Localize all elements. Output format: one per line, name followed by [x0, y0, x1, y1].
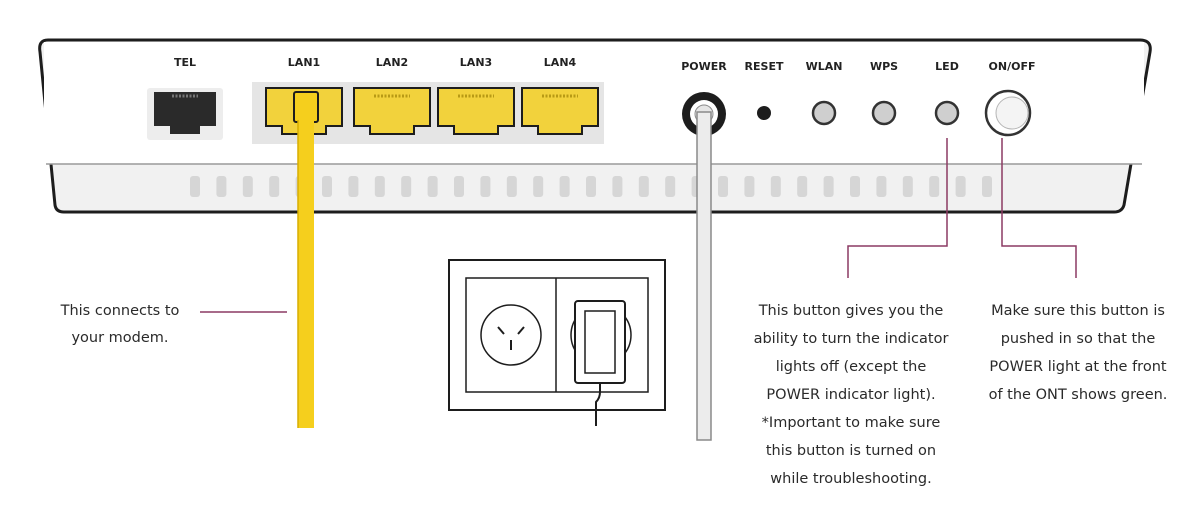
vent-slot — [612, 176, 623, 197]
label-lan2: LAN2 — [376, 56, 408, 69]
reset-button — [757, 106, 771, 120]
label-power: POWER — [681, 60, 727, 73]
label-wps: WPS — [870, 60, 898, 73]
vent-slot — [269, 176, 280, 197]
vent-slot — [744, 176, 755, 197]
label-reset: RESET — [745, 60, 784, 73]
vent-slot — [586, 176, 596, 197]
tel-port — [147, 88, 223, 140]
note-line: pushed in so that the — [1000, 331, 1156, 347]
label-lan4: LAN4 — [544, 56, 577, 69]
note-line: ability to turn the indicator — [753, 331, 949, 347]
vent-slot — [506, 176, 517, 197]
note-line: Make sure this button is — [991, 303, 1165, 319]
vent-slot — [401, 176, 412, 197]
note-line: your modem. — [71, 330, 169, 346]
label-wlan: WLAN — [806, 60, 843, 73]
label-onoff: ON/OFF — [989, 60, 1036, 73]
vent-slot — [638, 176, 649, 197]
note-line: This button gives you the — [758, 303, 944, 319]
vent-slot — [427, 176, 438, 197]
vent-slot — [242, 176, 253, 197]
power-cable — [696, 111, 712, 441]
wlan-button — [811, 100, 837, 126]
adapter-cable — [595, 383, 601, 426]
vent-slot — [770, 176, 781, 197]
vent-slot — [454, 176, 464, 197]
note-line: POWER indicator light). — [766, 387, 936, 403]
vent-slot — [348, 176, 359, 197]
note-led-button: This button gives you the ability to tur… — [736, 297, 966, 493]
note-line: while troubleshooting. — [770, 471, 932, 487]
vent-slot — [876, 176, 887, 197]
vent-slot — [929, 176, 940, 197]
vent-slot — [982, 176, 992, 197]
vent-slot — [902, 176, 913, 197]
lan3-port — [437, 87, 515, 135]
vent-slot — [823, 176, 834, 197]
vent-slot — [718, 176, 728, 197]
note-line: POWER light at the front — [989, 359, 1167, 375]
vent-slot — [216, 176, 227, 197]
note-line: This connects to — [60, 303, 180, 319]
ventilation-slots — [190, 176, 992, 197]
vent-slot — [322, 176, 332, 197]
label-lan1: LAN1 — [288, 56, 320, 69]
note-line: lights off (except the — [775, 359, 927, 375]
note-line: of the ONT shows green. — [988, 387, 1168, 403]
callout-line-onoff — [1001, 138, 1077, 278]
lan1-cable — [293, 91, 319, 428]
label-lan3: LAN3 — [460, 56, 492, 69]
vent-slot — [374, 176, 385, 197]
wps-button — [871, 100, 897, 126]
note-line: *Important to make sure — [761, 415, 941, 431]
socket-outlet-left — [480, 304, 542, 366]
lan2-port — [353, 87, 431, 135]
vent-slot — [797, 176, 808, 197]
callout-line-led — [847, 138, 948, 278]
vent-slot — [665, 176, 676, 197]
vent-slot — [190, 176, 200, 197]
label-tel: TEL — [174, 56, 196, 69]
vent-slot — [533, 176, 544, 197]
label-led: LED — [935, 60, 959, 73]
vent-slot — [559, 176, 570, 197]
note-lan1-connects-modem: This connects to your modem. — [40, 298, 200, 352]
wall-socket — [448, 259, 666, 426]
lan4-port — [521, 87, 599, 135]
note-onoff-button: Make sure this button is pushed in so th… — [968, 297, 1188, 409]
vent-slot — [850, 176, 860, 197]
vent-slot — [955, 176, 966, 197]
note-line: this button is turned on — [765, 443, 937, 459]
vent-slot — [480, 176, 491, 197]
led-button — [934, 100, 960, 126]
